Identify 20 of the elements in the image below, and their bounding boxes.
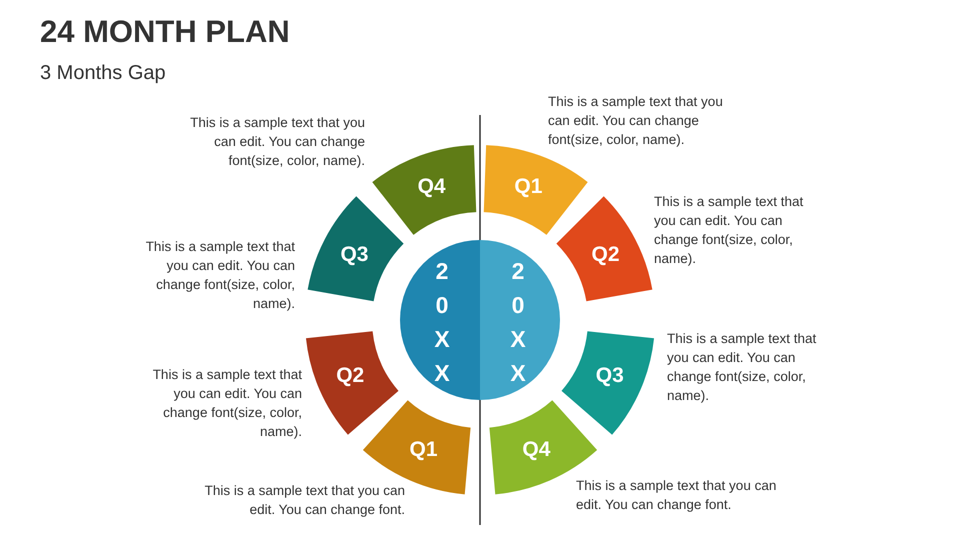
quarter-label: Q3: [339, 242, 370, 267]
title: 24 MONTH PLAN: [40, 14, 290, 50]
quarter-label: Q4: [521, 438, 552, 462]
year-text: 2 0 X X: [433, 257, 451, 388]
quarter-label: Q1: [408, 438, 439, 462]
quarter-label: Q4: [416, 175, 447, 200]
quarter-label: Q2: [335, 364, 366, 388]
quarter-label: Q1: [513, 175, 544, 200]
quarter-label: Q2: [590, 242, 620, 267]
description-text: This is a sample text that you can edit. You can change font.: [576, 477, 778, 514]
description-text: This is a sample text that you can edit. You can change font(size, color, name).: [667, 330, 817, 405]
year-text: 2 0 X X: [509, 257, 527, 388]
description-text: This is a sample text that you can edit. You can change font(size, color, name).: [189, 114, 365, 170]
description-text: This is a sample text that you can edit. You can change font(size, color, name).: [145, 238, 295, 313]
description-text: This is a sample text that you can edit. You can change font(size, color, name).: [548, 93, 724, 149]
description-text: This is a sample text that you can edit. You can change font(size, color, name).: [654, 193, 804, 268]
subtitle: 3 Months Gap: [40, 62, 166, 85]
quarter-label: Q3: [594, 364, 625, 388]
description-text: This is a sample text that you can edit. You can change font.: [204, 482, 405, 519]
description-text: This is a sample text that you can edit. You can change font(size, color, name).: [152, 366, 302, 441]
